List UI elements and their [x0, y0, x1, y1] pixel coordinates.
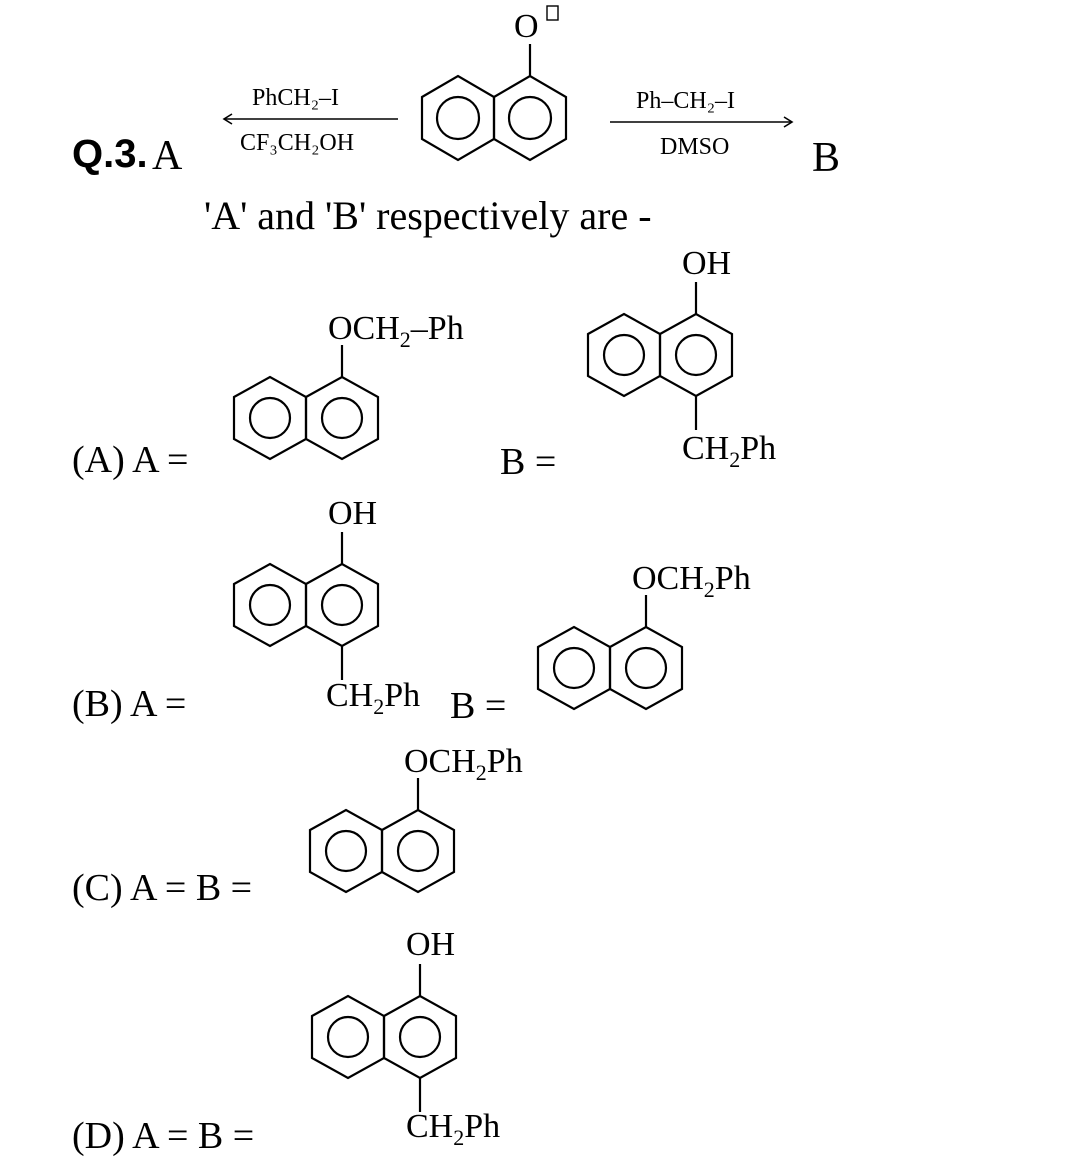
left-reagent-top: PhCH₂–I — [252, 85, 340, 111]
option-a-b-label: B = — [500, 441, 557, 483]
question-number: Q.3. — [72, 132, 148, 176]
option-c-structure — [308, 778, 456, 894]
option-a-b-structure — [586, 282, 734, 430]
product-b-label: B — [812, 135, 841, 181]
option-a-b-bottom: CH2Ph — [682, 430, 777, 472]
question-stem: 'A' and 'B' respectively are - — [204, 193, 652, 238]
option-b-a-top: OH — [328, 495, 378, 532]
option-a-a-structure — [232, 345, 380, 461]
option-d-bottom: CH2Ph — [406, 1108, 501, 1150]
option-a-a-substituent: OCH2–Ph — [328, 310, 464, 352]
product-a-label: A — [152, 133, 183, 179]
right-reaction-arrow — [610, 116, 794, 128]
option-d-label: (D) A = B = — [72, 1115, 255, 1157]
option-b-a-bottom: CH2Ph — [326, 677, 421, 719]
option-b-label: (B) A = — [72, 683, 187, 725]
right-reagent-bottom: DMSO — [660, 134, 730, 160]
right-reagent-top: Ph–CH₂–I — [636, 88, 736, 114]
option-d-structure — [310, 964, 458, 1112]
option-a-label: (A) A = — [72, 439, 189, 481]
option-b-b-substituent: OCH2Ph — [632, 560, 751, 602]
left-reaction-arrow — [222, 113, 398, 125]
left-reagent-bottom: CF₃CH₂OH — [240, 130, 355, 156]
reactant-oxygen-label: O — [514, 8, 539, 45]
reactant-naphthoxide — [420, 5, 568, 162]
option-b-b-structure — [536, 595, 684, 711]
option-c-label: (C) A = B = — [72, 867, 253, 909]
option-d-top: OH — [406, 926, 456, 963]
option-c-substituent: OCH2Ph — [404, 743, 523, 785]
option-b-b-label: B = — [450, 685, 507, 727]
option-b-a-structure — [232, 532, 380, 680]
option-a-b-top: OH — [682, 245, 732, 282]
